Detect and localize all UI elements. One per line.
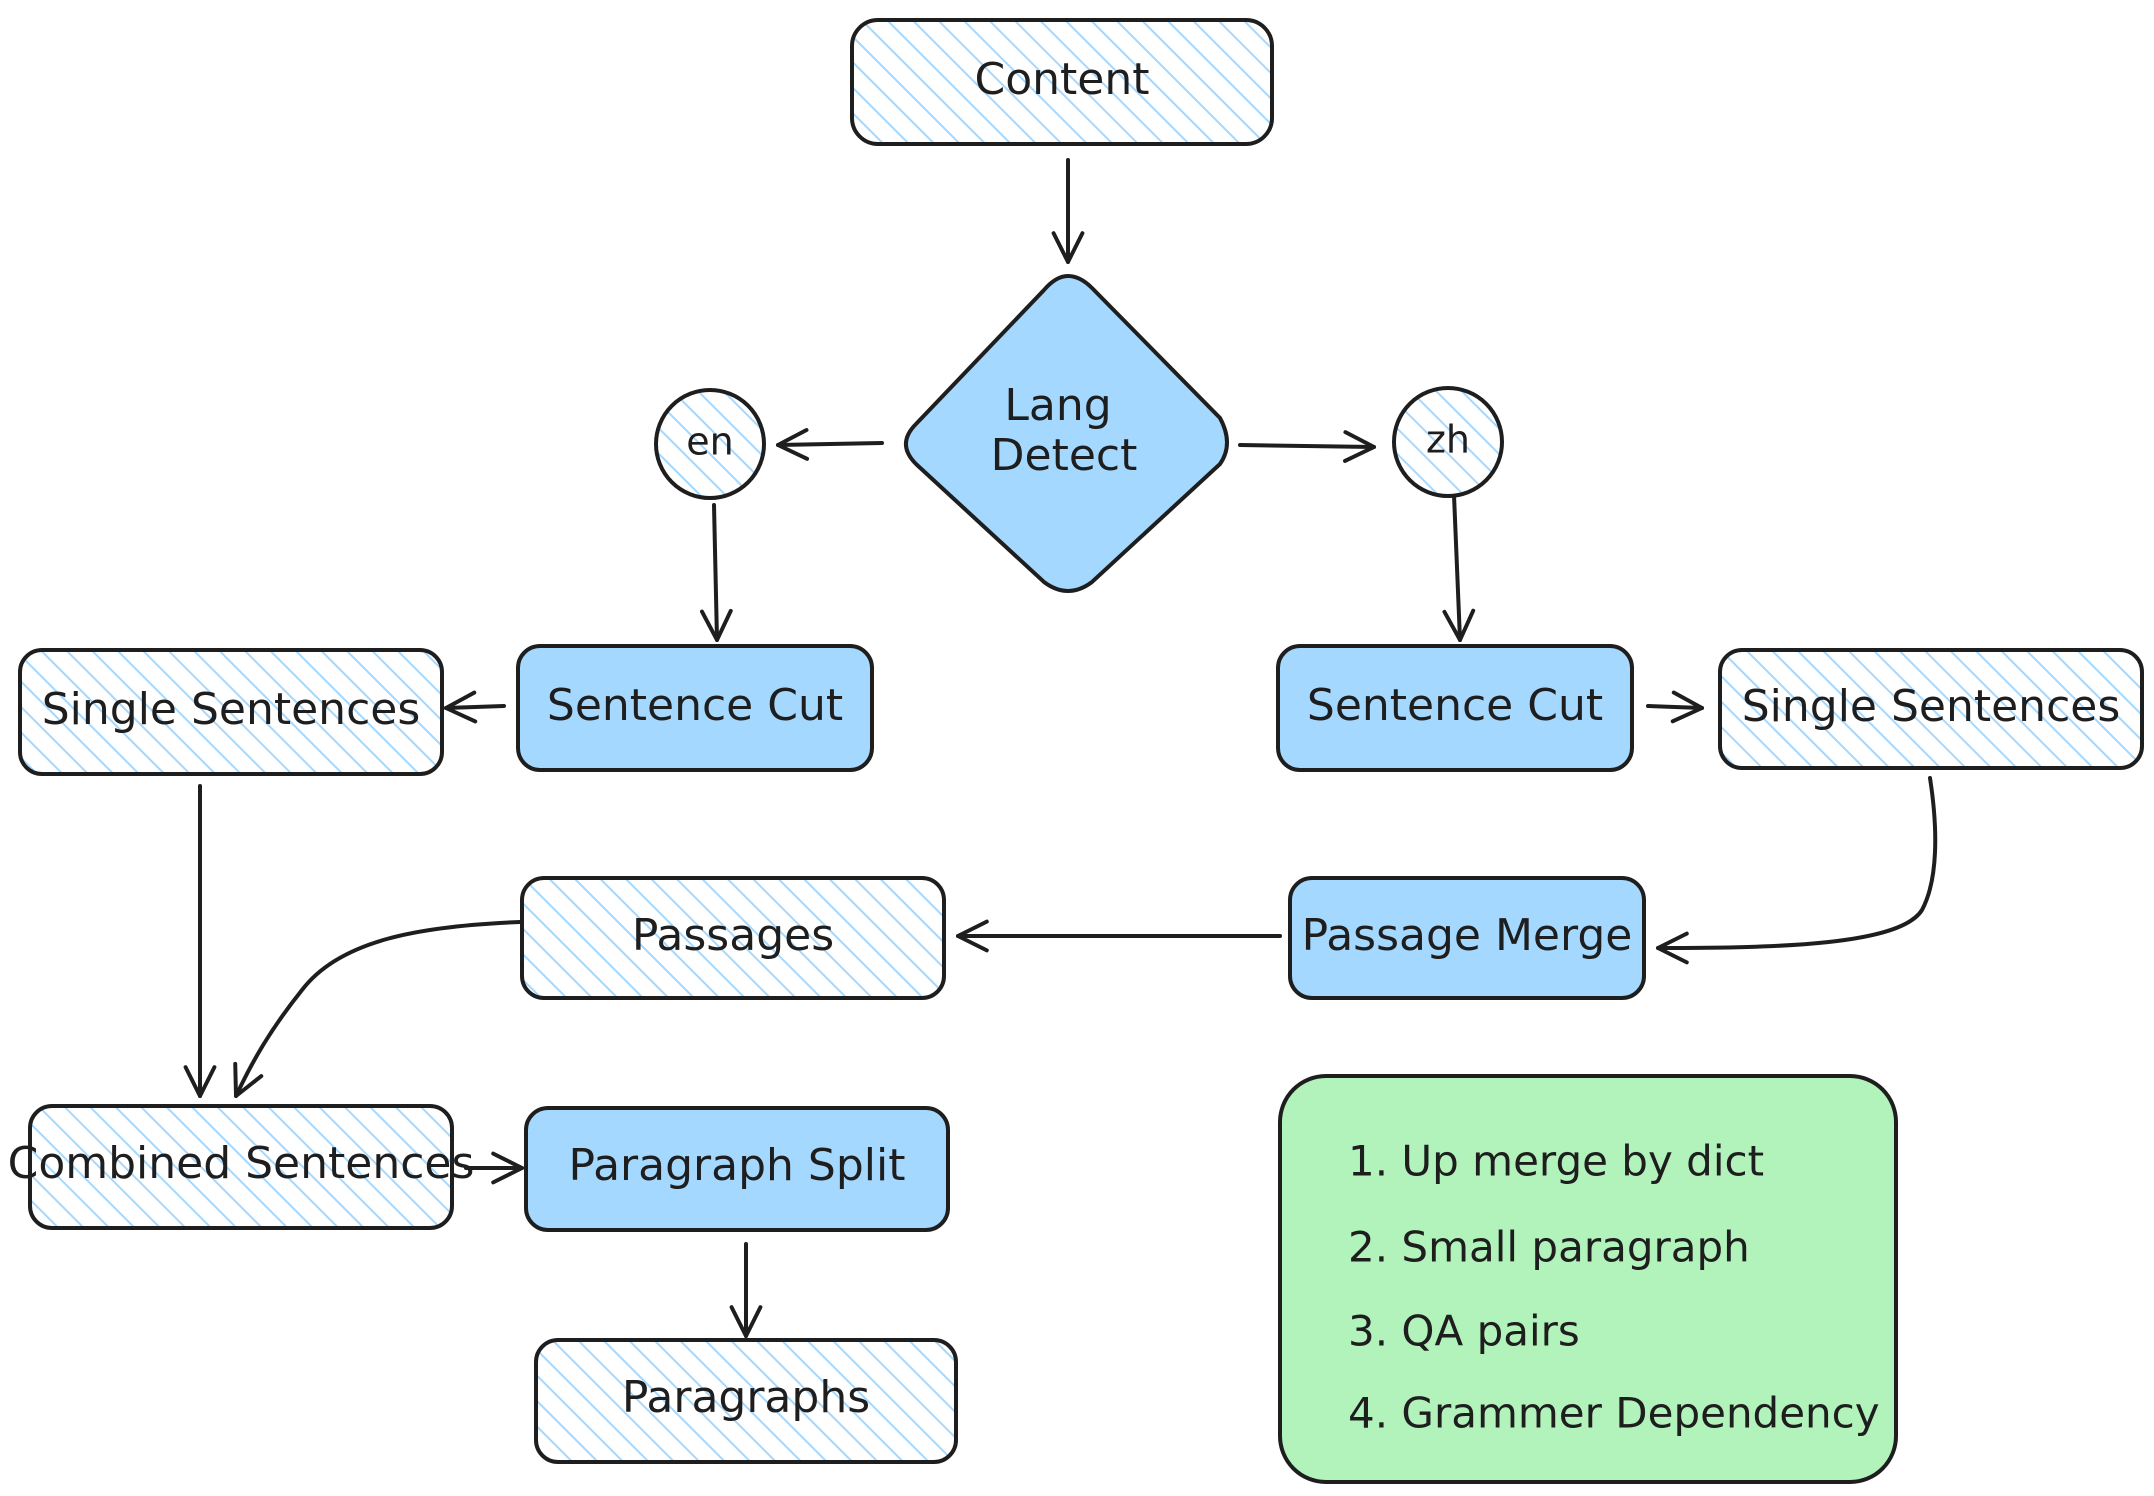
edge-zh-to-sentencecut: [1442, 493, 1476, 642]
node-single-sentences-en-label: Single Sentences: [42, 684, 421, 735]
node-combined-sentences[interactable]: Combined Sentences: [8, 1104, 475, 1230]
edge-passages-to-combined: [233, 920, 522, 1098]
node-lang-detect-label-line2: Detect: [991, 430, 1138, 481]
node-content[interactable]: Content: [850, 18, 1274, 146]
edges: [183, 158, 1938, 1338]
edge-sentencecut-to-single-zh: [1646, 690, 1704, 724]
node-single-sentences-zh[interactable]: Single Sentences: [1718, 648, 2144, 770]
node-content-label: Content: [975, 54, 1150, 105]
note-item-1: 1. Up merge by dict: [1348, 1137, 1764, 1186]
node-single-sentences-en[interactable]: Single Sentences: [18, 648, 444, 776]
edge-sentencecut-to-single-en: [444, 690, 506, 724]
node-lang-detect-label-line1: Lang: [1004, 380, 1111, 431]
node-combined-sentences-label: Combined Sentences: [8, 1138, 475, 1189]
node-en-label: en: [686, 420, 733, 464]
note-item-3: 3. QA pairs: [1348, 1307, 1580, 1356]
edge-langdetect-to-zh: [1238, 430, 1376, 463]
node-passage-merge-label: Passage Merge: [1302, 910, 1633, 961]
node-passage-merge[interactable]: Passage Merge: [1288, 876, 1646, 1000]
node-paragraphs-label: Paragraphs: [622, 1372, 870, 1423]
node-single-sentences-zh-label: Single Sentences: [1742, 681, 2121, 732]
notes-box: 1. Up merge by dict 2. Small paragraph 3…: [1278, 1074, 1898, 1484]
node-zh[interactable]: zh: [1392, 386, 1504, 498]
node-passages-label: Passages: [632, 910, 834, 961]
node-paragraph-split-label: Paragraph Split: [569, 1140, 906, 1191]
note-item-4: 4. Grammer Dependency: [1348, 1389, 1880, 1438]
node-sentence-cut-en-label: Sentence Cut: [547, 680, 843, 731]
edge-single-zh-to-passagemerge: [1656, 776, 1938, 965]
node-lang-detect[interactable]: Lang Detect: [904, 273, 1229, 593]
node-sentence-cut-zh[interactable]: Sentence Cut: [1276, 644, 1634, 772]
node-sentence-cut-en[interactable]: Sentence Cut: [516, 644, 874, 772]
note-item-2: 2. Small paragraph: [1348, 1223, 1750, 1272]
node-sentence-cut-zh-label: Sentence Cut: [1307, 680, 1603, 731]
node-zh-label: zh: [1426, 418, 1470, 462]
node-paragraph-split[interactable]: Paragraph Split: [524, 1106, 950, 1232]
node-en[interactable]: en: [654, 388, 766, 500]
node-passages[interactable]: Passages: [520, 876, 946, 1000]
edge-en-to-sentencecut: [699, 503, 733, 642]
node-paragraphs[interactable]: Paragraphs: [534, 1338, 958, 1464]
edge-langdetect-to-en: [776, 428, 884, 461]
